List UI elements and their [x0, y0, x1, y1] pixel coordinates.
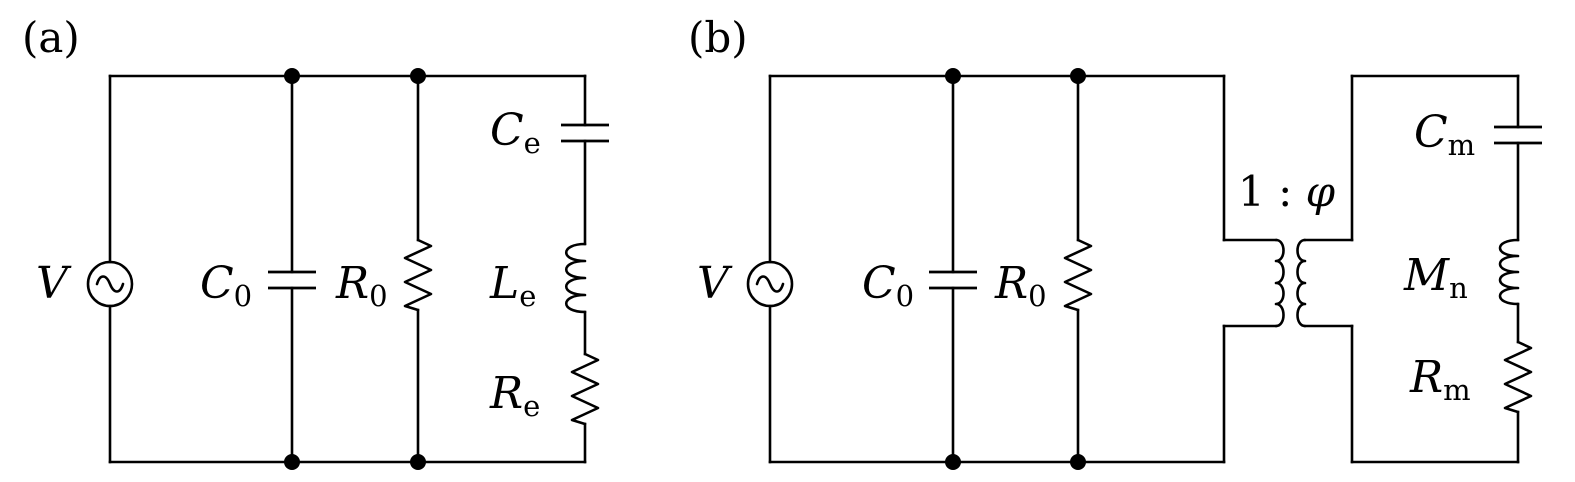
junction-dot [945, 454, 961, 470]
junction-dot [284, 68, 300, 84]
panel-b: (b) [688, 13, 1542, 470]
panel-b-wires [768, 74, 1520, 464]
capacitor-ce-symbol [561, 123, 609, 143]
junction-dot [410, 454, 426, 470]
panel-b-tag: (b) [688, 13, 748, 62]
ac-source-symbol [86, 260, 134, 308]
junction-dot [1070, 68, 1086, 84]
source-label: V [36, 258, 72, 309]
capacitor-c0-symbol [929, 270, 977, 290]
transformer-secondary-coil [1296, 238, 1307, 328]
panel-a: (a) [22, 13, 609, 470]
transformer-primary-coil [1274, 238, 1285, 328]
ce-label: Ce [490, 105, 541, 160]
r0-label: R0 [335, 258, 388, 313]
resistor-rm-symbol [1503, 340, 1533, 414]
cm-label: Cm [1414, 107, 1475, 162]
capacitor-cm-symbol [1494, 125, 1542, 145]
junction-dot [945, 68, 961, 84]
panel-a-wires [108, 74, 587, 464]
mn-label: Mn [1403, 250, 1468, 305]
source-label: V [697, 258, 733, 309]
capacitor-c0-symbol [268, 270, 316, 290]
r0-label: R0 [994, 258, 1047, 313]
re-label: Re [489, 368, 540, 423]
inductor-le-symbol [565, 242, 587, 314]
junction-dot [410, 68, 426, 84]
c0-label: C0 [200, 258, 252, 313]
rm-label: Rm [1409, 352, 1471, 407]
resistor-re-symbol [570, 352, 600, 426]
junction-dot [284, 454, 300, 470]
panel-a-tag: (a) [22, 13, 80, 62]
resistor-r0-symbol [403, 238, 433, 312]
ac-source-symbol [746, 260, 794, 308]
transformer-ratio-label: 1 : φ [1238, 167, 1336, 216]
resistor-r0-symbol [1063, 238, 1093, 312]
le-label: Le [489, 258, 536, 313]
c0-label: C0 [862, 258, 914, 313]
junction-dot [1070, 454, 1086, 470]
inductor-mn-symbol [1498, 238, 1520, 306]
